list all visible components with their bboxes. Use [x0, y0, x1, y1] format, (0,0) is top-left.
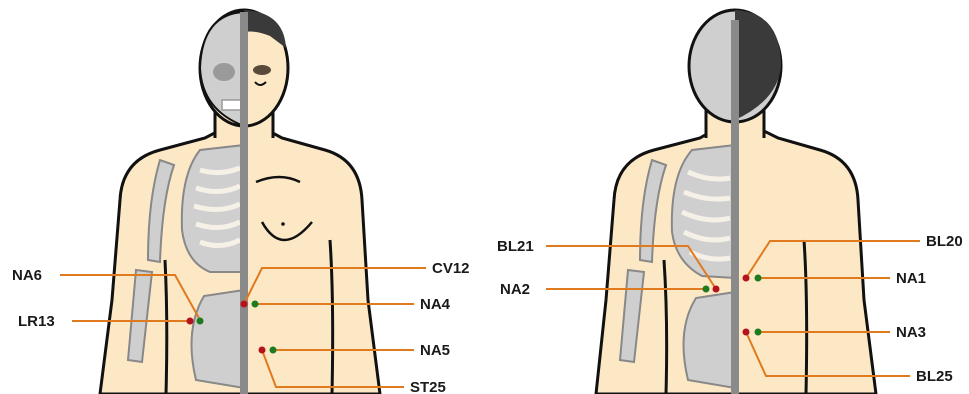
back-hair: [735, 10, 781, 120]
point-bl25: [743, 329, 750, 336]
label-st25: ST25: [410, 379, 446, 394]
point-na5: [270, 347, 277, 354]
point-na3: [755, 329, 762, 336]
label-na6: NA6: [12, 267, 42, 284]
front-pelvis: [192, 290, 245, 388]
point-na6: [197, 318, 204, 325]
front-figure: [100, 10, 380, 394]
label-na4: NA4: [420, 296, 451, 313]
label-cv12: CV12: [432, 260, 470, 277]
point-lr13: [187, 318, 194, 325]
point-bl20: [743, 275, 750, 282]
point-na4: [252, 301, 259, 308]
point-st25: [259, 347, 266, 354]
label-na1: NA1: [896, 270, 926, 287]
front-eye: [253, 65, 271, 75]
label-na2: NA2: [500, 281, 530, 298]
point-bl21: [713, 286, 720, 293]
point-na2: [703, 286, 710, 293]
label-na5: NA5: [420, 342, 450, 359]
back-spine: [731, 20, 739, 394]
front-midline: [240, 12, 248, 394]
label-na3: NA3: [896, 324, 926, 341]
label-bl20: BL20: [926, 233, 963, 250]
point-na1: [755, 275, 762, 282]
back-pelvis: [684, 292, 736, 388]
back-figure: [596, 10, 876, 394]
label-bl25: BL25: [916, 368, 953, 385]
point-cv12: [241, 301, 248, 308]
label-lr13: LR13: [18, 313, 55, 330]
label-bl21: BL21: [497, 238, 534, 255]
